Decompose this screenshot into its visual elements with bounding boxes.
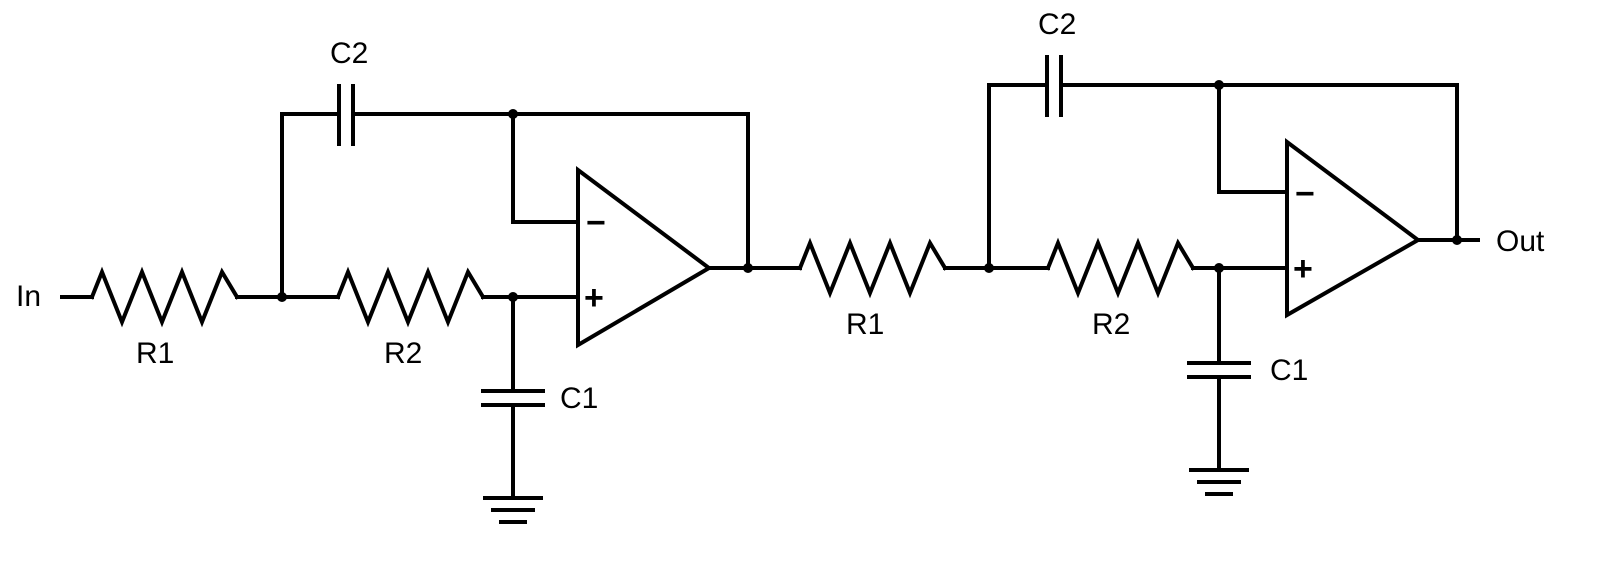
stage1-c1-capacitor [481,389,545,407]
stage2-c2-right-wire [1061,83,1459,242]
stage1-c2-left-wire [280,112,339,299]
stage2-junction-r1r2 [984,263,994,273]
stage1-r2-resistor [335,266,486,328]
stage1-c2-right-wire [353,112,750,270]
stage1-c1-label: C1 [560,382,598,415]
stage2-c1-capacitor [1187,361,1251,379]
stage1-ground-icon [483,496,543,524]
input-label: In [16,280,41,313]
stage2-plus-sign: + [1293,250,1313,288]
output-label: Out [1496,225,1545,258]
stage1-r1-label: R1 [136,337,174,370]
stage2-r1-label: R1 [846,308,884,341]
stage1-junction-feedback [508,109,518,119]
stage2-c1-label: C1 [1270,354,1308,387]
stage1-opamp [576,166,713,349]
stage1-minus-sign: − [586,204,606,242]
stage1-r1-resistor [89,266,240,328]
stage-1: In R1 R2 C2 C1 − + [16,37,802,524]
stage1-plus-sign: + [584,279,604,317]
stage2-ground-icon [1189,468,1249,496]
stage2-c2-left-wire [987,83,1047,270]
stage2-c2-capacitor [1045,55,1063,117]
stage1-c2-label: C2 [330,37,368,70]
stage2-r2-label: R2 [1092,308,1130,341]
stage1-junction-output [743,263,753,273]
stage1-junction-plus [508,292,518,302]
stage2-minus-feedback-wire [1217,83,1289,194]
stage1-minus-feedback-wire [511,112,580,224]
stage2-r1-resistor [797,237,948,299]
stage1-r2-label: R2 [384,337,422,370]
stage1-junction-r1r2 [277,292,287,302]
stage2-junction-feedback [1214,80,1224,90]
stage-2: R1 R2 C2 C1 − + Out [797,8,1545,496]
stage2-opamp [1285,138,1422,319]
stage2-r2-resistor [1045,237,1196,299]
stage1-c2-capacitor [337,84,355,146]
stage2-junction-plus [1214,263,1224,273]
stage2-junction-output [1452,235,1462,245]
stage2-c2-label: C2 [1038,8,1076,41]
stage2-minus-sign: − [1295,175,1315,213]
